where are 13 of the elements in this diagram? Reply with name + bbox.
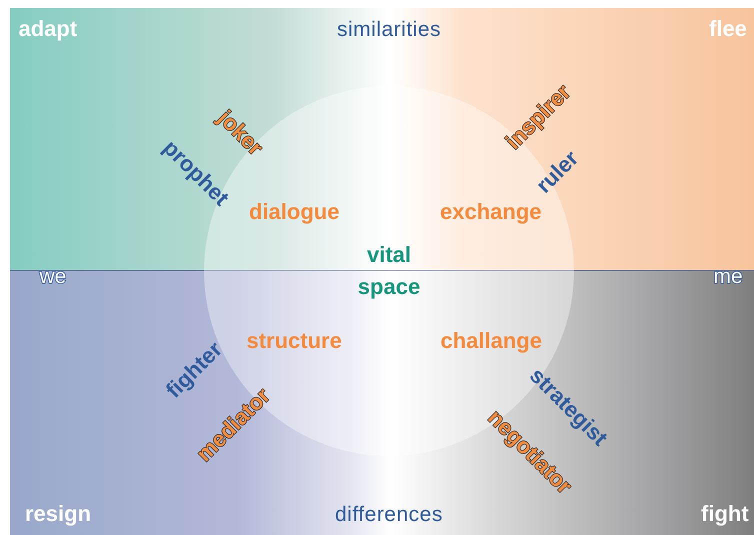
axis-label: we bbox=[40, 266, 66, 286]
area-label: challange bbox=[440, 330, 542, 352]
corner-label: resign bbox=[25, 503, 92, 525]
area-label: structure bbox=[246, 330, 342, 352]
axis-label: similarities bbox=[337, 18, 442, 40]
axis-label: differences bbox=[335, 504, 443, 524]
area-label: exchange bbox=[440, 201, 542, 223]
axis-label: me bbox=[714, 266, 743, 286]
corner-label: fight bbox=[701, 503, 749, 525]
center-label: vital space bbox=[356, 241, 422, 301]
corner-label: flee bbox=[709, 18, 747, 40]
area-label: dialogue bbox=[249, 201, 340, 223]
corner-label: adapt bbox=[18, 18, 78, 40]
